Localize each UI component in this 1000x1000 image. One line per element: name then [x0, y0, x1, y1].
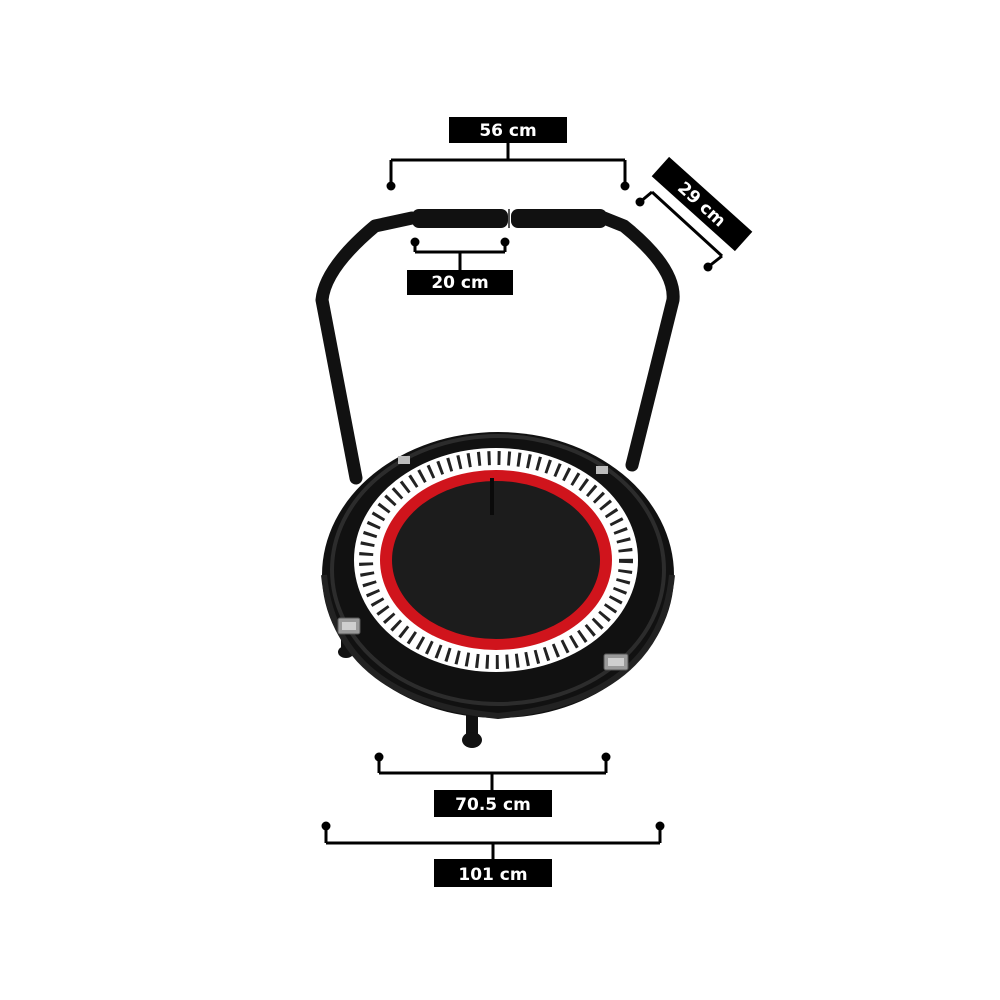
dimension-frame-diameter-label: 101 cm: [458, 865, 527, 885]
spring-ring: [359, 451, 633, 669]
dimension-grip-length: 20 cm: [407, 237, 513, 295]
hinge-bracket-right: [603, 653, 629, 671]
handlebar-grip-right: [511, 209, 607, 228]
handlebar-left-pole: [315, 211, 419, 485]
dimension-frame-diameter: 101 cm: [321, 821, 665, 887]
leg-foot-center: [462, 732, 482, 748]
hinge-bracket-left: [337, 617, 361, 635]
handlebar-grip-left: [412, 209, 508, 228]
dimension-grip-length-label: 20 cm: [431, 273, 488, 293]
dimension-handle-width-label: 56 cm: [479, 121, 536, 141]
frame-pad-lower-rim: [321, 574, 675, 720]
dimension-mat-diameter-label: 70.5 cm: [455, 795, 531, 815]
frame-pad-highlight: [330, 434, 666, 706]
jumping-mat: [392, 481, 600, 639]
dimension-handle-width-label-box: [449, 117, 567, 143]
clip-top-left: [398, 456, 410, 464]
dimension-grip-length-label-box: [407, 270, 513, 295]
dimension-frame-diameter-label-box: [434, 859, 552, 887]
dimension-mat-diameter: 70.5 cm: [374, 752, 611, 817]
dimension-mat-diameter-label-box: [434, 790, 552, 817]
dimension-handle-width: 56 cm: [386, 117, 630, 191]
dimension-handle-depth-label-box: [651, 156, 753, 252]
clip-top-right: [596, 466, 608, 474]
trampoline-illustration: [315, 209, 680, 748]
handlebar-right-pole: [597, 211, 680, 472]
